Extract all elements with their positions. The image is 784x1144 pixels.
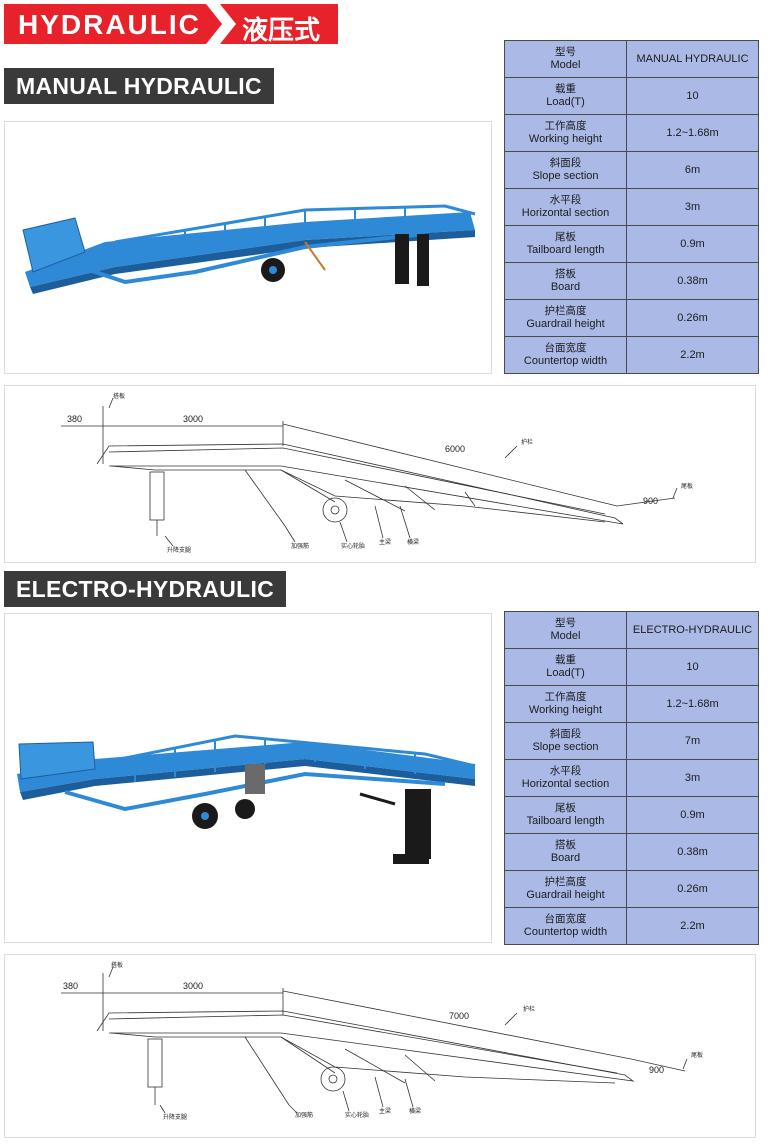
spec-value: 10: [626, 648, 759, 686]
svg-text:6000: 6000: [445, 444, 465, 454]
svg-text:900: 900: [649, 1065, 664, 1075]
svg-text:横梁: 横梁: [409, 1107, 421, 1115]
svg-text:尾板: 尾板: [681, 482, 693, 490]
spec-value: 3m: [626, 188, 759, 226]
svg-text:升降支腿: 升降支腿: [167, 546, 191, 554]
svg-text:横梁: 横梁: [407, 538, 419, 546]
electro-ramp-photo: [4, 613, 492, 943]
svg-text:搭板: 搭板: [113, 392, 125, 400]
spec-value: 0.26m: [626, 299, 759, 337]
spec-value: ELECTRO-HYDRAULIC: [626, 611, 759, 649]
svg-text:实心轮胎: 实心轮胎: [341, 542, 365, 550]
svg-text:护栏: 护栏: [523, 1005, 535, 1013]
svg-text:升降支腿: 升降支腿: [163, 1113, 187, 1121]
svg-text:搭板: 搭板: [111, 961, 123, 969]
svg-text:加强筋: 加强筋: [291, 542, 309, 550]
chevron-right-icon: [206, 4, 236, 44]
spec-value: 6m: [626, 151, 759, 189]
svg-text:主梁: 主梁: [379, 1107, 391, 1115]
svg-text:尾板: 尾板: [691, 1051, 703, 1059]
manual-ramp-photo: [4, 121, 492, 374]
spec-value: 7m: [626, 722, 759, 760]
spec-value: 0.38m: [626, 262, 759, 300]
spec-value: MANUAL HYDRAULIC: [626, 40, 759, 78]
spec-value: 1.2~1.68m: [626, 685, 759, 723]
spec-value: 2.2m: [626, 907, 759, 945]
svg-text:实心轮胎: 实心轮胎: [345, 1111, 369, 1119]
spec-value: 2.2m: [626, 336, 759, 374]
spec-value: 0.26m: [626, 870, 759, 908]
section-title-electro: ELECTRO-HYDRAULIC: [4, 571, 287, 607]
spec-value: 3m: [626, 759, 759, 797]
banner-title-cn: 液压式: [242, 16, 321, 46]
svg-text:7000: 7000: [449, 1011, 469, 1021]
svg-text:380: 380: [63, 981, 78, 991]
svg-text:380: 380: [67, 414, 82, 424]
svg-text:3000: 3000: [183, 981, 203, 991]
spec-value: 0.9m: [626, 225, 759, 263]
hydraulic-banner: HYDRAULIC 液压式: [4, 4, 338, 46]
svg-text:900: 900: [643, 496, 658, 506]
svg-text:主梁: 主梁: [379, 538, 391, 546]
section-title-manual: MANUAL HYDRAULIC: [4, 68, 274, 104]
svg-text:加强筋: 加强筋: [295, 1111, 313, 1119]
spec-value: 0.9m: [626, 796, 759, 834]
spec-value: 10: [626, 77, 759, 115]
banner-title-en: HYDRAULIC: [18, 9, 201, 40]
svg-text:3000: 3000: [183, 414, 203, 424]
spec-value: 0.38m: [626, 833, 759, 871]
manual-technical-drawing: 380 3000 6000 900 搭板 护栏 尾板 升降支腿 加强筋 实心轮胎…: [4, 385, 756, 563]
spec-value: 1.2~1.68m: [626, 114, 759, 152]
svg-text:护栏: 护栏: [521, 438, 533, 446]
electro-technical-drawing: 380 3000 7000 900 搭板 护栏 尾板 升降支腿 加强筋 实心轮胎…: [4, 954, 756, 1138]
